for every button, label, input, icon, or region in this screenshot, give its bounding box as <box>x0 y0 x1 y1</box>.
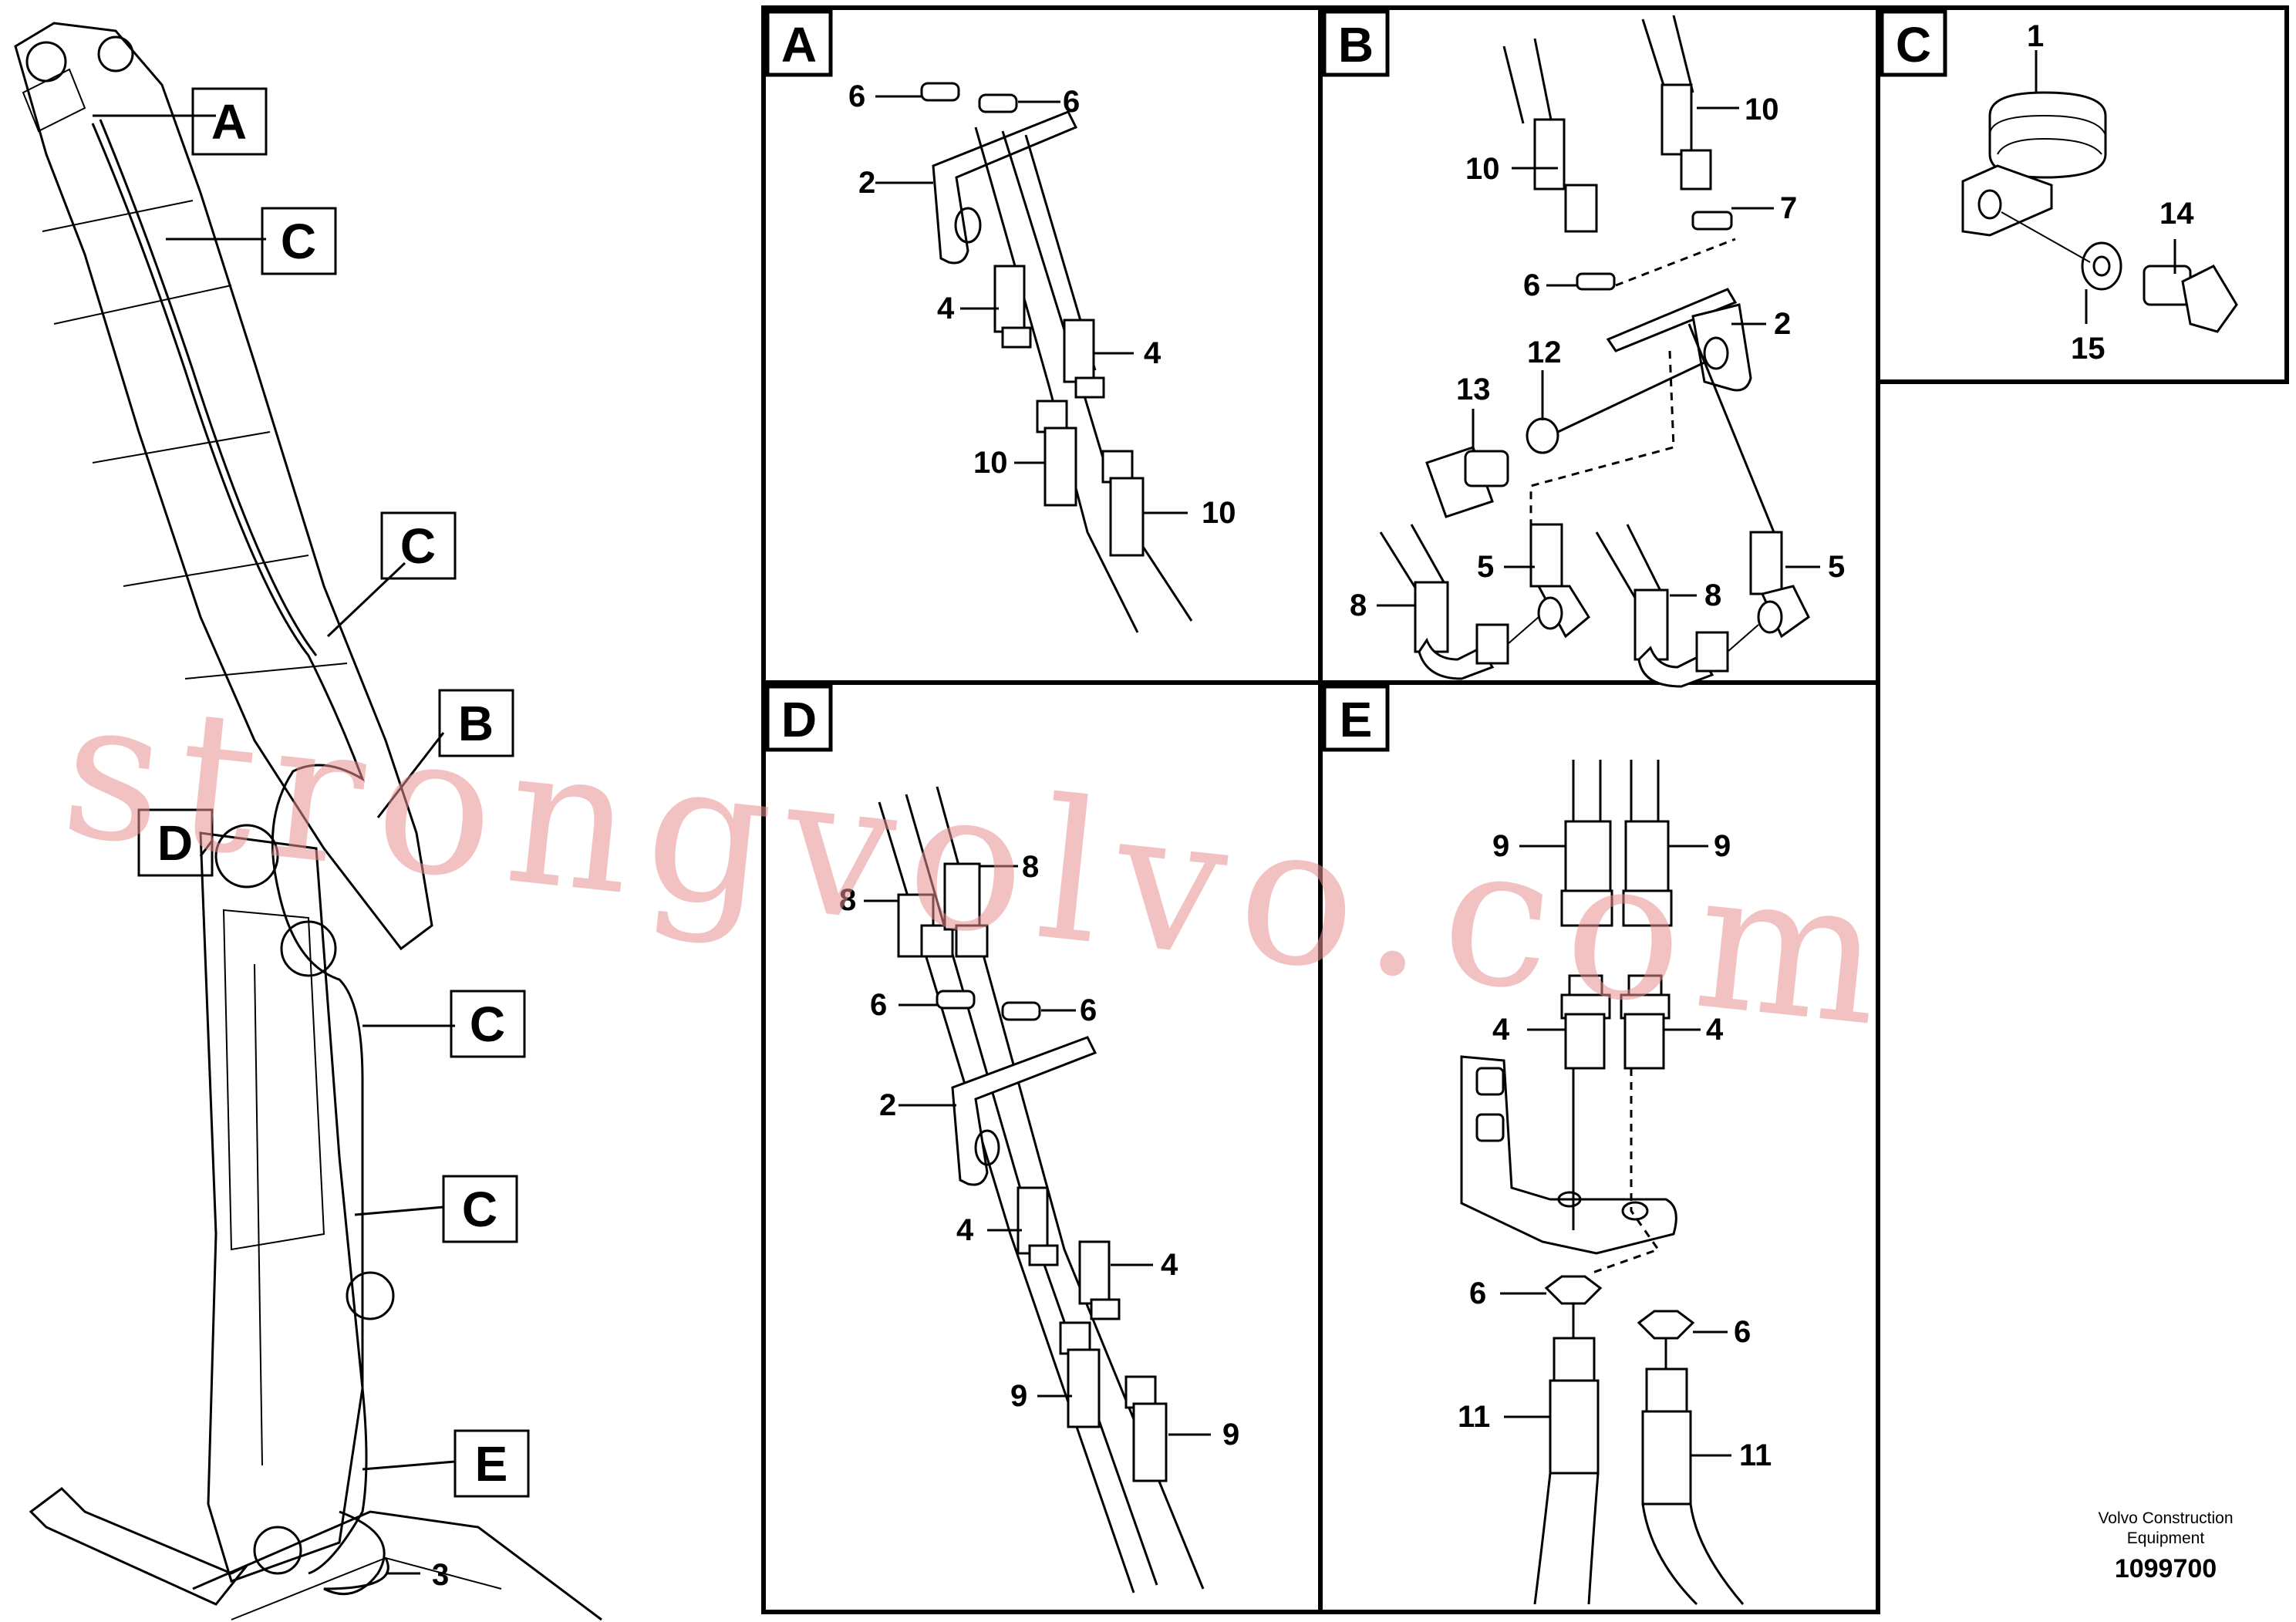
svg-text:9: 9 <box>1222 1418 1239 1452</box>
callout-a: A <box>191 87 268 156</box>
callout-c-2: C <box>380 511 457 580</box>
panel-frames <box>761 5 2289 1614</box>
svg-text:D: D <box>157 815 193 871</box>
callout-b: B <box>438 689 514 757</box>
callout-c-1: C <box>261 207 337 275</box>
svg-text:A: A <box>211 94 247 150</box>
brand-block: Volvo Construction Equipment 1099700 <box>2098 1509 2233 1583</box>
svg-text:11: 11 <box>1739 1438 1772 1472</box>
svg-text:11: 11 <box>1458 1400 1490 1434</box>
svg-text:12: 12 <box>1527 336 1562 369</box>
svg-text:6: 6 <box>1734 1315 1751 1349</box>
svg-text:D: D <box>781 692 817 747</box>
brand-line-2: Equipment <box>2127 1529 2205 1547</box>
svg-text:9: 9 <box>1010 1379 1027 1413</box>
svg-text:6: 6 <box>1469 1276 1486 1310</box>
svg-text:C: C <box>1896 17 1931 73</box>
panel-a: A 6 6 2 4 4 10 10 <box>765 9 1236 633</box>
svg-text:C: C <box>400 518 436 574</box>
svg-text:C: C <box>281 214 316 269</box>
svg-text:8: 8 <box>1704 578 1721 612</box>
svg-text:14: 14 <box>2159 197 2194 231</box>
boom-overview <box>14 22 602 1621</box>
panel-d: D 8 8 6 <box>765 684 1239 1593</box>
brand-line-1: Volvo Construction <box>2098 1509 2233 1527</box>
svg-text:B: B <box>458 696 494 751</box>
part-label-3: 3 <box>432 1558 449 1592</box>
callout-leaders <box>93 114 456 1575</box>
svg-text:2: 2 <box>879 1088 896 1122</box>
svg-text:6: 6 <box>1523 268 1540 302</box>
svg-text:10: 10 <box>1202 496 1236 530</box>
svg-text:4: 4 <box>1492 1013 1510 1047</box>
svg-text:8: 8 <box>839 883 856 917</box>
svg-text:1: 1 <box>2027 19 2044 53</box>
svg-text:C: C <box>462 1182 497 1237</box>
svg-text:6: 6 <box>1063 85 1080 119</box>
svg-text:A: A <box>781 17 817 73</box>
svg-text:4: 4 <box>956 1213 974 1247</box>
svg-text:4: 4 <box>1161 1248 1178 1282</box>
svg-text:2: 2 <box>1774 307 1791 341</box>
svg-text:13: 13 <box>1456 373 1491 406</box>
svg-text:8: 8 <box>1350 588 1367 622</box>
svg-text:6: 6 <box>848 79 865 113</box>
svg-text:6: 6 <box>870 988 887 1022</box>
svg-text:5: 5 <box>1828 550 1845 584</box>
svg-text:9: 9 <box>1492 829 1509 863</box>
svg-text:5: 5 <box>1477 550 1494 584</box>
watermark: strongvolvo.com <box>53 655 1907 1071</box>
drawing-number: 1099700 <box>2115 1554 2217 1583</box>
panel-e: E <box>1322 684 1772 1606</box>
panel-c: C 1 14 15 <box>1880 9 2238 366</box>
svg-text:4: 4 <box>937 292 955 325</box>
callout-c-4: C <box>442 1175 518 1243</box>
svg-text:6: 6 <box>1080 993 1097 1027</box>
svg-text:E: E <box>475 1436 508 1492</box>
svg-text:15: 15 <box>2071 332 2106 366</box>
svg-text:9: 9 <box>1714 829 1731 863</box>
svg-text:10: 10 <box>1465 152 1500 186</box>
svg-text:7: 7 <box>1780 191 1797 225</box>
svg-text:10: 10 <box>1745 93 1779 126</box>
svg-text:E: E <box>1340 692 1373 747</box>
callout-e: E <box>453 1429 530 1498</box>
callout-c-3: C <box>450 990 526 1058</box>
svg-text:10: 10 <box>973 446 1008 480</box>
panel-b: B <box>1322 9 1845 688</box>
svg-text:8: 8 <box>1022 850 1039 884</box>
svg-text:B: B <box>1338 17 1374 73</box>
svg-text:2: 2 <box>858 166 875 200</box>
callout-d: D <box>137 808 214 877</box>
svg-text:4: 4 <box>1144 336 1161 370</box>
svg-text:strongvolvo.com: strongvolvo.com <box>53 655 1907 1071</box>
svg-text:C: C <box>470 996 505 1052</box>
svg-text:4: 4 <box>1706 1013 1724 1047</box>
